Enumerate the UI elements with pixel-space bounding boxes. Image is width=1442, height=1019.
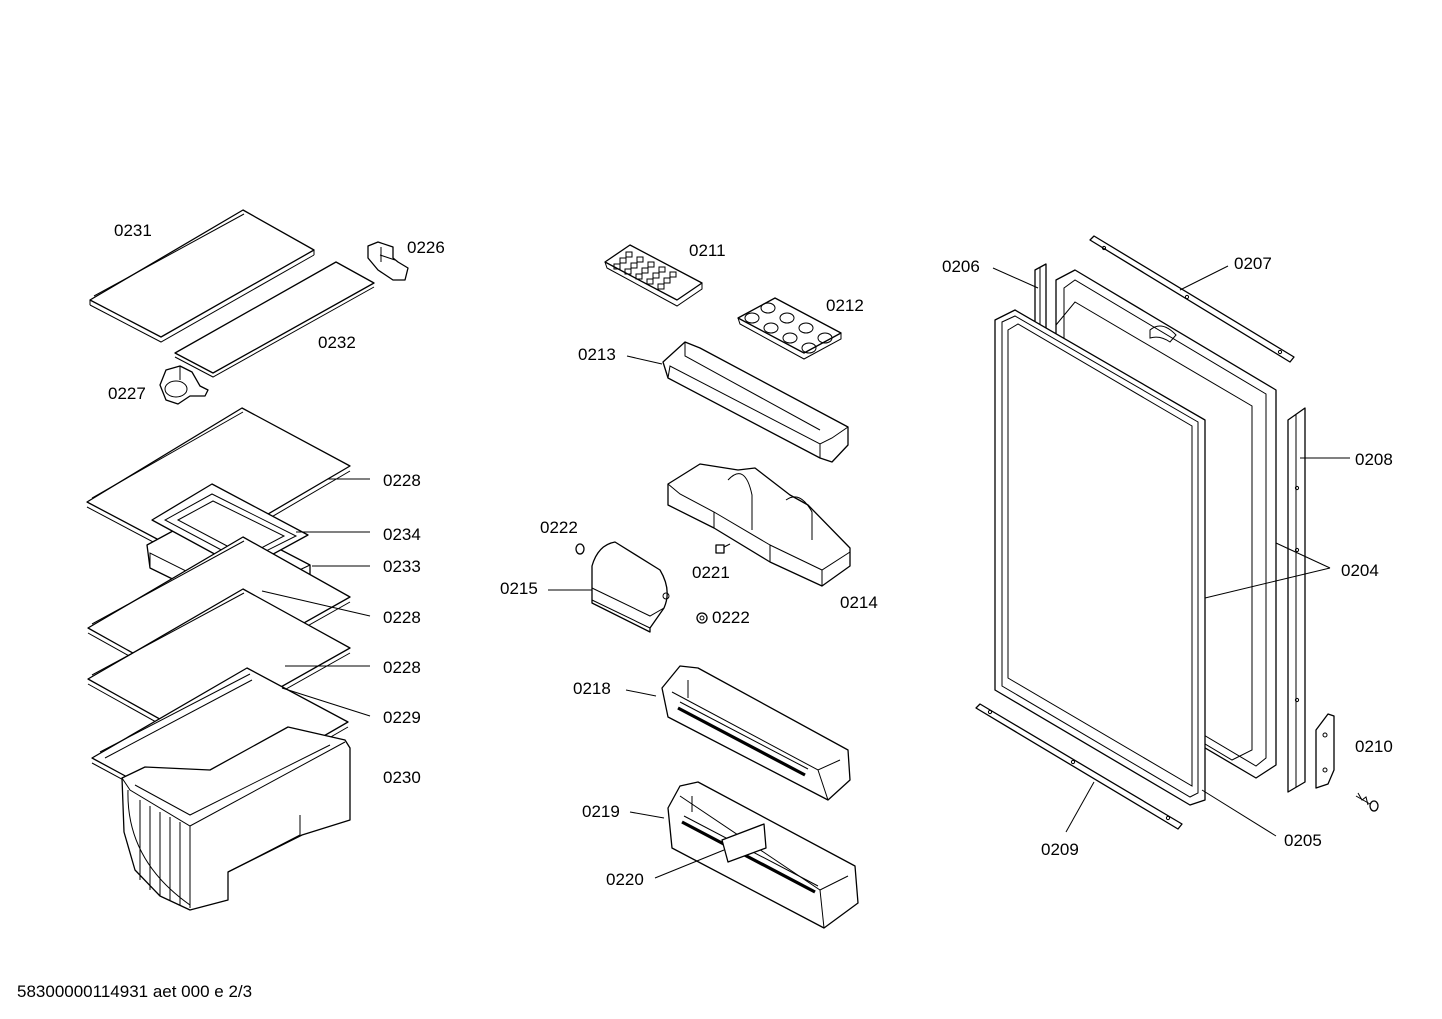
label-0231: 0231 [114,221,152,240]
label-0208: 0208 [1355,450,1393,469]
part-labels: 0231 0226 0232 0227 0228 0234 0233 0228 … [108,221,1393,889]
label-0234: 0234 [383,525,421,544]
label-0210: 0210 [1355,737,1393,756]
part-0222-washer-a [575,543,585,555]
part-0231-shelf [89,209,315,343]
part-0221-pin [715,543,731,554]
label-0215: 0215 [500,579,538,598]
part-0210-hinge [1315,713,1335,789]
label-0233: 0233 [383,557,421,576]
part-0214-bin [667,463,851,587]
right-leader-lines [992,265,1350,837]
label-0207: 0207 [1234,254,1272,273]
part-0228-shelf-lower [87,588,351,743]
part-0227-clip [159,365,209,405]
document-footer-code: 58300000114931 aet 000 e 2/3 [17,982,252,1001]
label-0221: 0221 [692,563,730,582]
part-0234-tray [151,483,309,571]
label-0227: 0227 [108,384,146,403]
label-0209: 0209 [1041,840,1079,859]
label-0211: 0211 [689,241,726,260]
label-0212: 0212 [826,296,864,315]
part-0230-crisper [121,726,351,911]
screw [1355,792,1379,812]
part-0212-egg-tray [737,297,842,360]
label-0232: 0232 [318,333,356,352]
label-0214: 0214 [840,593,878,612]
part-0218-door-bin [661,665,851,801]
label-0220: 0220 [606,870,644,889]
label-0228-b: 0228 [383,608,421,627]
left-leader-lines [261,478,371,717]
part-0226-clip [367,241,409,281]
label-0228-c: 0228 [383,658,421,677]
label-0226: 0226 [407,238,445,257]
label-0219: 0219 [582,802,620,821]
label-0206: 0206 [942,257,980,276]
part-0205-gasket [994,309,1206,806]
label-0230: 0230 [383,768,421,787]
part-0208-right-strip [1287,407,1306,793]
label-0218: 0218 [573,679,611,698]
label-0204: 0204 [1341,561,1379,580]
label-0213: 0213 [578,345,616,364]
part-0220-divider [721,823,767,863]
part-0232-glass-strip [174,261,375,378]
label-0222-a: 0222 [540,518,578,537]
label-0229: 0229 [383,708,421,727]
middle-leader-lines [548,355,725,879]
part-0211-ice-tray [604,244,703,307]
part-0213-door-bin [662,341,849,463]
part-0207-top-strip [1089,235,1295,363]
part-0222-washer-b [696,612,708,624]
label-0222-b: 0222 [712,608,750,627]
part-0219-door-bin [667,781,859,929]
label-0205: 0205 [1284,831,1322,850]
part-0209-bottom-strip [975,703,1183,830]
part-0215-flap [591,541,670,633]
label-0228-a: 0228 [383,471,421,490]
